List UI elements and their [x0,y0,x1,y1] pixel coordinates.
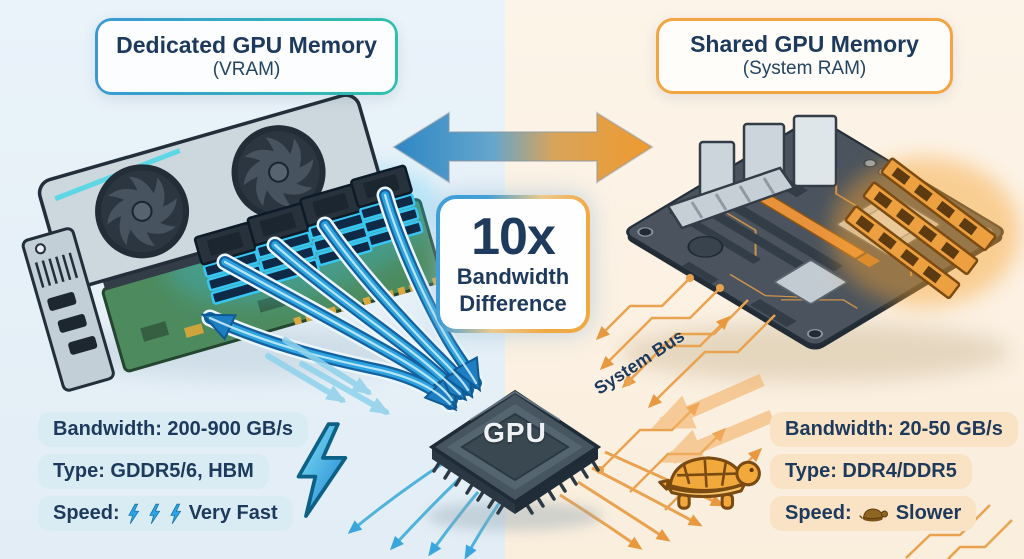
shared-type-stat: Type: DDR4/DDR5 [770,454,972,489]
bandwidth-difference-card: 10x Bandwidth Difference [436,195,590,333]
dedicated-subtitle: (VRAM) [212,58,281,80]
motherboard-illustration [620,114,1020,382]
shared-title-card: Shared GPU Memory (System RAM) [656,18,953,94]
bandwidth-compare-arrow [392,111,654,184]
dedicated-speed-label: Speed: [53,502,120,524]
dedicated-type-stat: Type: GDDR5/6, HBM [38,454,269,489]
shared-stats-panel: Bandwidth: 20-50 GB/s Type: DDR4/DDR5 Sp… [770,412,1018,531]
shared-subtitle: (System RAM) [742,58,867,80]
dedicated-type-text: Type: GDDR5/6, HBM [53,460,254,482]
multiplier-caption-line1: Bandwidth [456,263,570,289]
lightning-bolt-icon [127,503,140,524]
dedicated-bandwidth-text: Bandwidth: 200-900 GB/s [53,418,294,440]
dedicated-stats-panel: Bandwidth: 200-900 GB/s Type: GDDR5/6, H… [38,412,309,531]
shared-speed-label: Speed: [785,502,852,524]
shared-speed-text: Slower [895,502,962,524]
shared-bandwidth-stat: Bandwidth: 20-50 GB/s [770,412,1018,447]
lightning-bolt-icon [169,503,182,524]
heatsink [666,166,796,230]
turtle-icon [859,508,888,522]
gpu-chip [427,389,603,531]
vram-bandwidth-arrows [210,186,485,415]
dedicated-bandwidth-stat: Bandwidth: 200-900 GB/s [38,412,309,447]
multiplier-caption-line2: Difference [459,290,567,316]
dedicated-speed-stat: Speed: Very Fast [38,496,293,531]
turtle-icon [658,456,761,510]
dedicated-title: Dedicated GPU Memory [116,31,377,58]
multiplier-value: 10x [471,207,556,266]
shared-type-text: Type: DDR4/DDR5 [785,460,957,482]
card-bracket [21,227,115,392]
dedicated-title-card: Dedicated GPU Memory (VRAM) [95,18,398,95]
shared-title: Shared GPU Memory [690,31,919,58]
lightning-bolt-icon [296,422,348,518]
system-bus-wide-arrows [651,374,775,464]
lightning-bolt-icon [148,503,161,524]
gpu-chip-label: GPU [483,417,547,448]
shared-bandwidth-text: Bandwidth: 20-50 GB/s [785,418,1003,440]
shared-memory-fanout-arrows [559,450,725,550]
ram-sticks [844,157,997,300]
shared-speed-stat: Speed: Slower [770,496,977,531]
dedicated-speed-text: Very Fast [188,502,278,524]
